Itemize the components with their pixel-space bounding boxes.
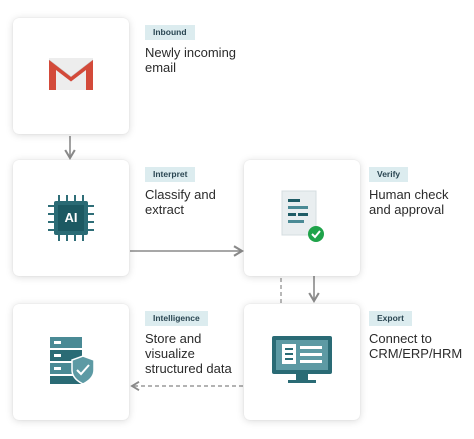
- ai-chip-icon: AI: [45, 192, 97, 244]
- tag-intelligence: Intelligence: [145, 311, 208, 326]
- tag-verify: Verify: [369, 167, 409, 182]
- desc-interpret: Classify and extract: [145, 187, 216, 217]
- card-inbound: [13, 18, 129, 134]
- card-intelligence: [13, 304, 129, 420]
- tag-export: Export: [369, 311, 412, 326]
- gmail-icon: [47, 56, 95, 97]
- desc-intelligence: Store and visualize structured data: [145, 331, 232, 376]
- desc-inbound: Newly incoming email: [145, 45, 237, 75]
- card-export: [244, 304, 360, 420]
- database-shield-icon: [45, 334, 97, 391]
- desc-export: Connect to CRM/ERP/HRM: [369, 331, 463, 361]
- ai-chip-label: AI: [64, 210, 78, 225]
- card-verify: [244, 160, 360, 276]
- monitor-document-icon: [270, 334, 334, 391]
- card-interpret: AI: [13, 160, 129, 276]
- tag-inbound: Inbound: [145, 25, 195, 40]
- desc-verify: Human check and approval: [369, 187, 449, 217]
- document-check-icon: [278, 188, 326, 249]
- tag-interpret: Interpret: [145, 167, 196, 182]
